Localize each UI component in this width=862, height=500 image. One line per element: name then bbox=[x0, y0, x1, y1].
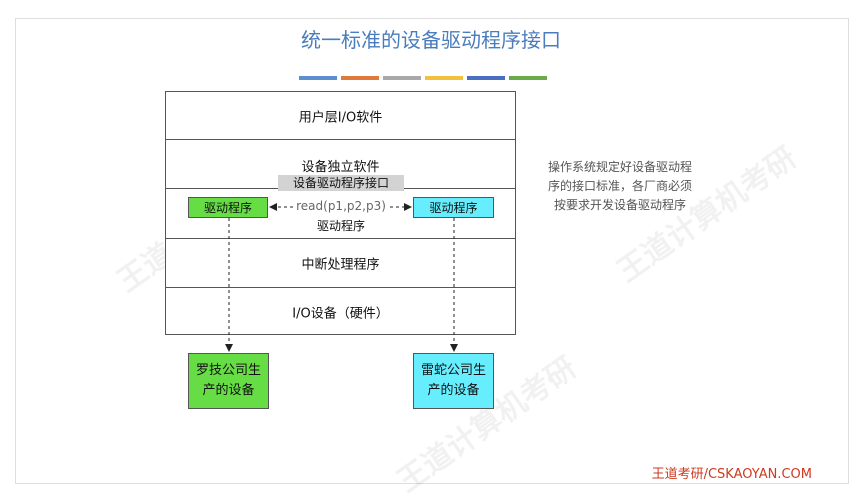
layer-driver bbox=[166, 189, 515, 239]
layer-label: I/O设备（硬件） bbox=[292, 306, 389, 322]
color-stripe bbox=[299, 76, 337, 80]
layer-user-io: 用户层I/O软件 bbox=[166, 92, 515, 140]
layer-label: 中断处理程序 bbox=[301, 257, 380, 273]
color-stripe bbox=[341, 76, 379, 80]
vendor-label: 罗技公司生产的设备 bbox=[195, 363, 261, 398]
color-stripe bbox=[467, 76, 505, 80]
title-color-stripes bbox=[299, 76, 547, 80]
vendor-box-razer: 雷蛇公司生产的设备 bbox=[413, 353, 494, 409]
driver-layer-label: 驱动程序 bbox=[316, 219, 365, 233]
side-note: 操作系统规定好设备驱动程序的接口标准，各厂商必须按要求开发设备驱动程序 bbox=[547, 160, 692, 212]
read-call-label: read(p1,p2,p3) bbox=[296, 199, 386, 213]
footer-brand: 王道考研/CSKAOYAN.COM bbox=[651, 467, 812, 482]
color-stripe bbox=[383, 76, 421, 80]
slide-title: 统一标准的设备驱动程序接口 bbox=[301, 28, 561, 52]
layer-io-hardware: I/O设备（硬件） bbox=[166, 288, 515, 336]
color-stripe bbox=[425, 76, 463, 80]
layer-interrupt-handler: 中断处理程序 bbox=[166, 239, 515, 288]
vendor-box-logitech: 罗技公司生产的设备 bbox=[188, 353, 269, 409]
layer-label: 用户层I/O软件 bbox=[298, 110, 383, 125]
layer-label: 设备独立软件 bbox=[301, 160, 380, 175]
vendor-label: 雷蛇公司生产的设备 bbox=[420, 363, 486, 398]
color-stripe bbox=[509, 76, 547, 80]
driver-box-right: 驱动程序 bbox=[413, 197, 494, 218]
driver-box-left: 驱动程序 bbox=[188, 197, 268, 218]
driver-interface-label: 设备驱动程序接口 bbox=[278, 175, 404, 191]
